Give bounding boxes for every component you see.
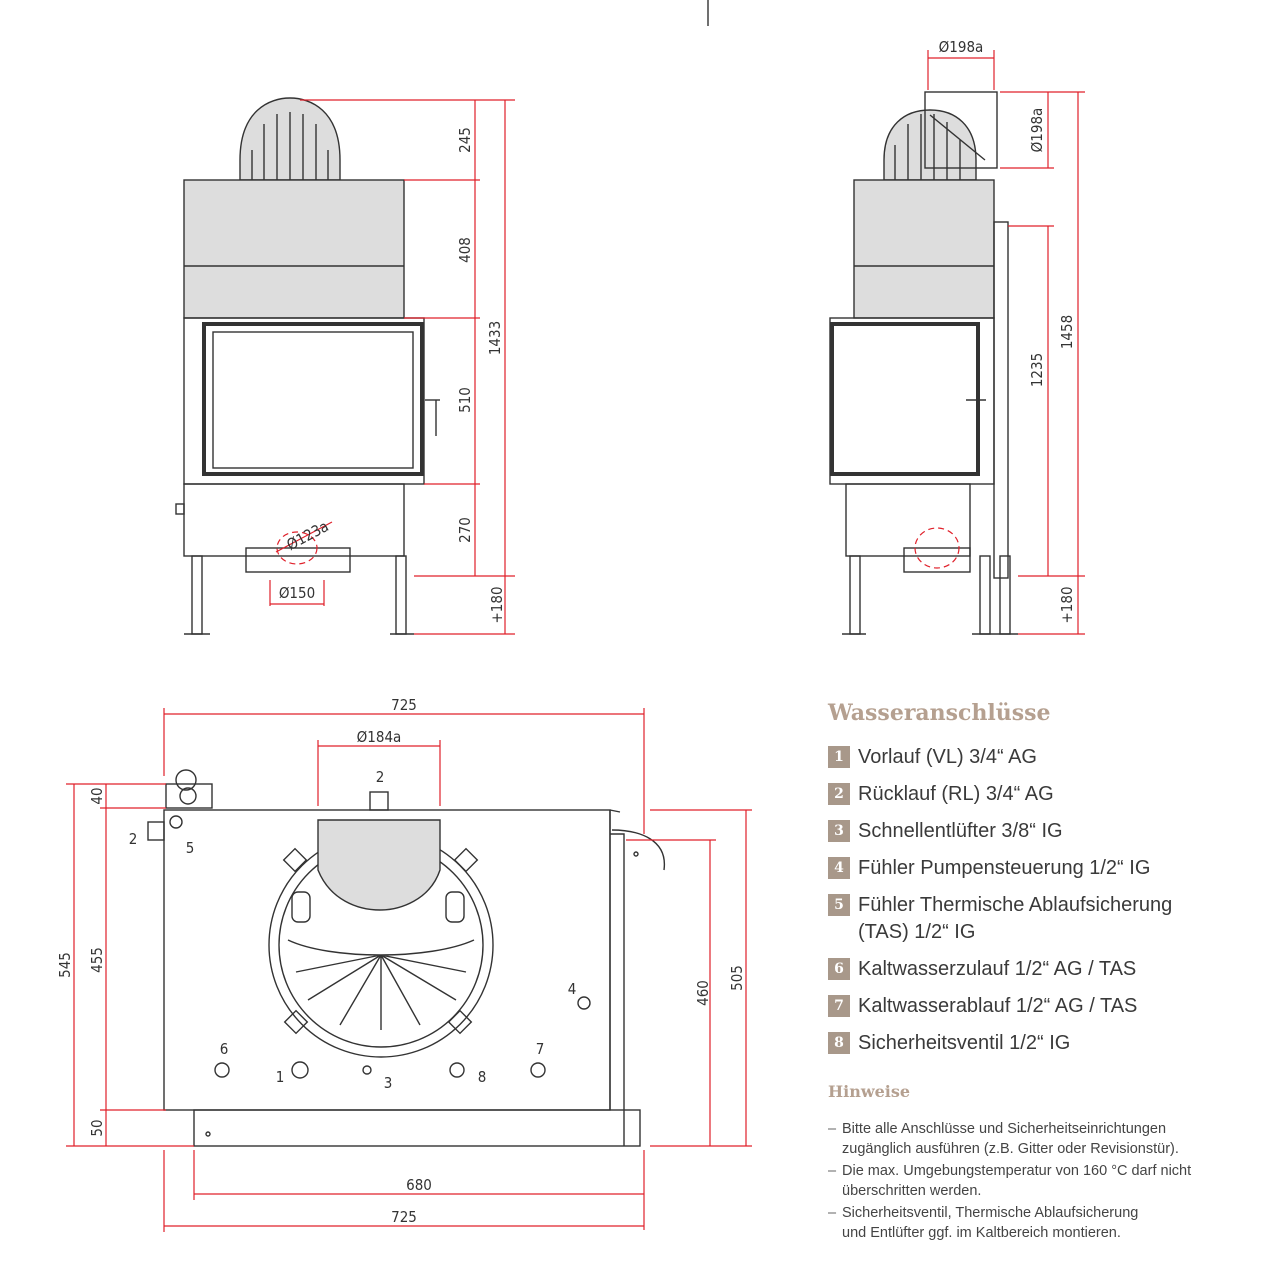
legend-item: 2 Rücklauf (RL) 3/4“ AG xyxy=(828,781,1268,808)
side-hood xyxy=(853,179,995,319)
legend-number: 8 xyxy=(828,1032,850,1054)
notes-section: Hinweise Bitte alle Anschlüsse und Siche… xyxy=(828,1082,1268,1245)
front-leg-left xyxy=(191,555,203,635)
legend-number: 4 xyxy=(828,857,850,879)
front-leg-right xyxy=(395,555,407,635)
side-dome xyxy=(883,109,977,181)
notes-title: Hinweise xyxy=(828,1082,911,1101)
dim-725-top: 725 xyxy=(391,696,417,714)
connector-label-5: 5 xyxy=(186,839,195,857)
dim-245: 245 xyxy=(456,127,474,153)
legend-item: 1 Vorlauf (VL) 3/4“ AG xyxy=(828,744,1268,771)
legend-number: 6 xyxy=(828,958,850,980)
legend-item: 8 Sicherheitsventil 1/2“ IG xyxy=(828,1030,1268,1057)
legend-text: Fühler Thermische Ablaufsicherung (TAS) … xyxy=(858,894,1173,943)
dim-plus-180-side: +180 xyxy=(1058,586,1076,623)
dim-d184a: Ø184a xyxy=(357,728,402,746)
front-glass xyxy=(202,322,424,476)
dim-545: 545 xyxy=(56,952,74,978)
note-item: Die max. Umgebungstemperatur von 160 °C … xyxy=(828,1161,1268,1201)
connector-label-1: 1 xyxy=(276,1068,285,1086)
dim-455: 455 xyxy=(88,947,106,973)
legend-text: Rücklauf (RL) 3/4“ AG xyxy=(858,783,1054,805)
top-handle xyxy=(611,829,665,871)
legend-text: Schnellentlüfter 3/8“ IG xyxy=(858,820,1063,842)
side-base xyxy=(845,483,971,557)
legend-number: 1 xyxy=(828,746,850,768)
legend-item: 4 Fühler Pumpensteuerung 1/2“ IG xyxy=(828,855,1268,882)
note-item: Bitte alle Anschlüsse und Sicherheitsein… xyxy=(828,1119,1268,1159)
side-glass xyxy=(830,322,980,476)
legend-text: Kaltwasserzulauf 1/2“ AG / TAS xyxy=(858,958,1137,980)
connector-label-7: 7 xyxy=(536,1040,545,1058)
front-hood xyxy=(183,179,405,319)
connector-label-3: 3 xyxy=(384,1074,393,1092)
legend-text: Sicherheitsventil 1/2“ IG xyxy=(858,1032,1071,1054)
legend-item: 7 Kaltwasserablauf 1/2“ AG / TAS xyxy=(828,993,1268,1020)
label-d150: Ø150 xyxy=(279,584,315,602)
dim-50: 50 xyxy=(88,1119,106,1136)
dim-d198a-top: Ø198a xyxy=(939,38,984,56)
legend-number: 3 xyxy=(828,820,850,842)
legend-number: 2 xyxy=(828,783,850,805)
side-flue-collar xyxy=(924,91,998,169)
dim-d198a-side: Ø198a xyxy=(1028,108,1046,153)
dim-40: 40 xyxy=(88,787,106,804)
legend-number: 7 xyxy=(828,995,850,1017)
top-view: 725 Ø184a 40 455 545 50 460 505 680 725 … xyxy=(56,696,752,1232)
legend-item: 6 Kaltwasserzulauf 1/2“ AG / TAS xyxy=(828,956,1268,983)
dim-1235: 1235 xyxy=(1028,353,1046,387)
legend-text: Kaltwasserablauf 1/2“ AG / TAS xyxy=(858,995,1138,1017)
dim-505: 505 xyxy=(728,965,746,991)
dim-408: 408 xyxy=(456,237,474,263)
legend-text: Vorlauf (VL) 3/4“ AG xyxy=(858,746,1037,768)
note-item: Sicherheitsventil, Thermische Ablaufsich… xyxy=(828,1203,1268,1243)
top-duct xyxy=(317,819,441,911)
legend-item: 5 Fühler Thermische Ablaufsicherung (TAS)… xyxy=(828,892,1268,946)
dim-510: 510 xyxy=(456,387,474,413)
dim-270: 270 xyxy=(456,517,474,543)
front-view: 245 408 510 1433 270 +180 Ø123a Ø150 xyxy=(175,97,515,635)
connector-label-4: 4 xyxy=(568,980,577,998)
connector-label-2-top: 2 xyxy=(376,768,385,786)
water-connections-legend: Wasseranschlüsse 1 Vorlauf (VL) 3/4“ AG 2… xyxy=(828,700,1268,1067)
dim-1433: 1433 xyxy=(486,321,504,355)
legend-list: 1 Vorlauf (VL) 3/4“ AG 2 Rücklauf (RL) 3/4… xyxy=(828,744,1268,1057)
dim-460: 460 xyxy=(694,980,712,1006)
connector-label-6: 6 xyxy=(220,1040,229,1058)
side-view: Ø198a Ø198a 1235 1458 +180 xyxy=(829,38,1085,635)
side-door-frame xyxy=(829,317,995,485)
legend-title: Wasseranschlüsse xyxy=(828,700,1051,726)
front-base xyxy=(183,483,405,557)
connector-label-2-side: 2 xyxy=(129,830,138,848)
dim-plus-180: +180 xyxy=(488,586,506,623)
legend-number: 5 xyxy=(828,894,850,916)
connector-label-8: 8 xyxy=(478,1068,487,1086)
dim-1458: 1458 xyxy=(1058,315,1076,349)
legend-text: Fühler Pumpensteuerung 1/2“ IG xyxy=(858,857,1151,879)
notes-list: Bitte alle Anschlüsse und Sicherheitsein… xyxy=(828,1119,1268,1243)
legend-item: 3 Schnellentlüfter 3/8“ IG xyxy=(828,818,1268,845)
dim-680: 680 xyxy=(406,1176,432,1194)
dim-725-bottom: 725 xyxy=(391,1208,417,1226)
front-door-frame xyxy=(183,317,425,485)
